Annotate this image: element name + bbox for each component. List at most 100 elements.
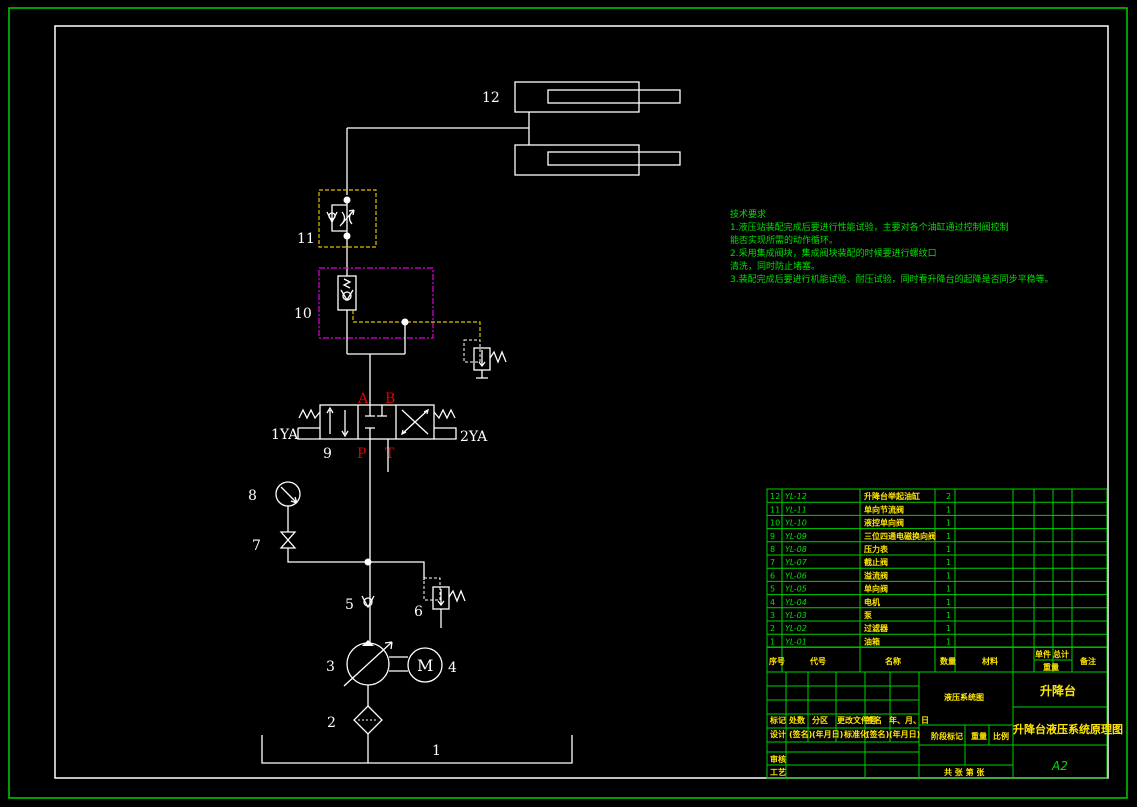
tb-sign: 签名 <box>865 715 882 725</box>
relief-valve-icon <box>423 577 466 628</box>
tb-std-date: (年月日) <box>889 729 920 739</box>
label-10: 10 <box>294 306 312 322</box>
tech-line: 能否实现所需的动作循环。 <box>730 234 838 246</box>
header-single: 单件 <box>1035 649 1051 659</box>
pump-icon <box>343 640 408 687</box>
directional-valve-icon <box>297 404 457 440</box>
outer-frame <box>8 7 1128 799</box>
parts-qty: 1 <box>946 624 951 633</box>
tb-mark: 标记 <box>769 715 786 725</box>
check-valve-icon <box>361 595 375 609</box>
parts-no: 6 <box>770 571 775 580</box>
parts-name: 油箱 <box>864 636 880 646</box>
filter-icon <box>353 685 383 763</box>
tech-requirements: 技术要求 1.液压站装配完成后要进行性能试验，主要对各个油缸通过控制阀控制 能否… <box>730 208 1054 285</box>
pilot-check-icon <box>337 275 357 354</box>
label-4: 4 <box>448 660 457 676</box>
header-code: 代号 <box>809 656 826 666</box>
parts-name: 升降台举起油缸 <box>864 491 920 501</box>
parts-code: YL-11 <box>785 505 807 514</box>
parts-qty: 1 <box>946 571 951 580</box>
parts-qty: 1 <box>946 598 951 607</box>
parts-code: YL-09 <box>785 532 807 541</box>
tb-process: 工艺 <box>770 767 786 777</box>
parts-qty: 2 <box>946 492 951 501</box>
cylinder-supply-line <box>347 112 530 145</box>
label-3: 3 <box>326 659 335 675</box>
tb-design: 设计 <box>770 729 786 739</box>
parts-no: 5 <box>770 585 775 594</box>
header-qty: 数量 <box>940 656 956 666</box>
parts-no: 12 <box>770 492 780 501</box>
solenoid-1ya: 1YA <box>271 427 299 443</box>
parts-no: 1 <box>770 637 775 646</box>
parts-code: YL-08 <box>785 545 807 554</box>
label-11: 11 <box>297 231 315 247</box>
parts-qty: 1 <box>946 505 951 514</box>
parts-no: 7 <box>770 558 775 567</box>
parts-name: 电机 <box>864 597 880 607</box>
parts-code: YL-05 <box>785 585 807 594</box>
header-weight: 重量 <box>1043 662 1059 672</box>
label-12: 12 <box>482 90 500 106</box>
cylinder-lower <box>514 144 681 176</box>
tb-sheets: 共 张 第 张 <box>944 767 985 777</box>
parts-code: YL-06 <box>785 571 807 580</box>
parts-qty: 1 <box>946 611 951 620</box>
port-b: B <box>385 391 395 407</box>
label-6: 6 <box>414 604 423 620</box>
line-to-dir-valve <box>347 353 405 405</box>
tech-line: 2.采用集成阀块，集成阀块装配的时候要进行螺纹口 <box>730 247 937 259</box>
label-7: 7 <box>252 538 261 554</box>
pressure-gauge-icon <box>275 481 301 532</box>
parts-name: 过滤器 <box>864 623 889 633</box>
parts-name: 溢流阀 <box>864 570 888 580</box>
junction-main <box>364 558 372 566</box>
parts-qty: 1 <box>946 585 951 594</box>
tb-project: 升降台 <box>1040 683 1076 698</box>
tb-design-date: (年月日) <box>812 729 843 739</box>
parts-code: YL-04 <box>785 598 807 607</box>
pilot-line <box>352 310 481 338</box>
parts-code: YL-02 <box>785 624 807 633</box>
tb-system-label: 液压系统图 <box>944 692 984 702</box>
motor-letter: M <box>417 656 433 675</box>
label-1: 1 <box>432 743 441 759</box>
parts-name: 压力表 <box>864 544 889 554</box>
stop-valve-icon <box>279 531 370 563</box>
tech-line: 1.液压站装配完成后要进行性能试验，主要对各个油缸通过控制阀控制 <box>730 221 1009 233</box>
label-2: 2 <box>327 715 336 731</box>
header-remark: 备注 <box>1079 656 1096 666</box>
tb-weight: 重量 <box>971 731 987 741</box>
parts-no: 11 <box>770 505 780 514</box>
parts-qty: 1 <box>946 637 951 646</box>
parts-no: 8 <box>770 545 775 554</box>
port-t: T <box>385 446 395 462</box>
pilot-check-box <box>318 267 434 339</box>
label-9: 9 <box>323 446 332 462</box>
tb-zone: 分区 <box>812 715 828 725</box>
throttle-valve-box <box>318 189 377 248</box>
tb-scale: 比例 <box>993 731 1009 741</box>
parts-name: 三位四通电磁换向阀 <box>864 531 936 541</box>
tb-design-sign: (签名) <box>789 729 812 739</box>
cylinder-upper <box>514 81 681 113</box>
header-material: 材料 <box>982 656 998 666</box>
parts-no: 10 <box>770 519 780 528</box>
label-5: 5 <box>345 597 354 613</box>
parts-no: 2 <box>770 624 775 633</box>
header-name: 名称 <box>885 656 901 666</box>
parts-no: 3 <box>770 611 775 620</box>
parts-qty: 1 <box>946 545 951 554</box>
line-pump-to-valve <box>369 439 389 644</box>
tb-count: 处数 <box>788 715 806 725</box>
tb-review: 审核 <box>770 754 786 764</box>
parts-name: 截止阀 <box>864 557 888 567</box>
tech-title: 技术要求 <box>730 208 766 220</box>
parts-code: YL-10 <box>785 519 807 528</box>
throttle-valve-icon <box>326 196 355 240</box>
parts-no: 9 <box>770 532 775 541</box>
relief-valve-upper <box>463 339 507 379</box>
